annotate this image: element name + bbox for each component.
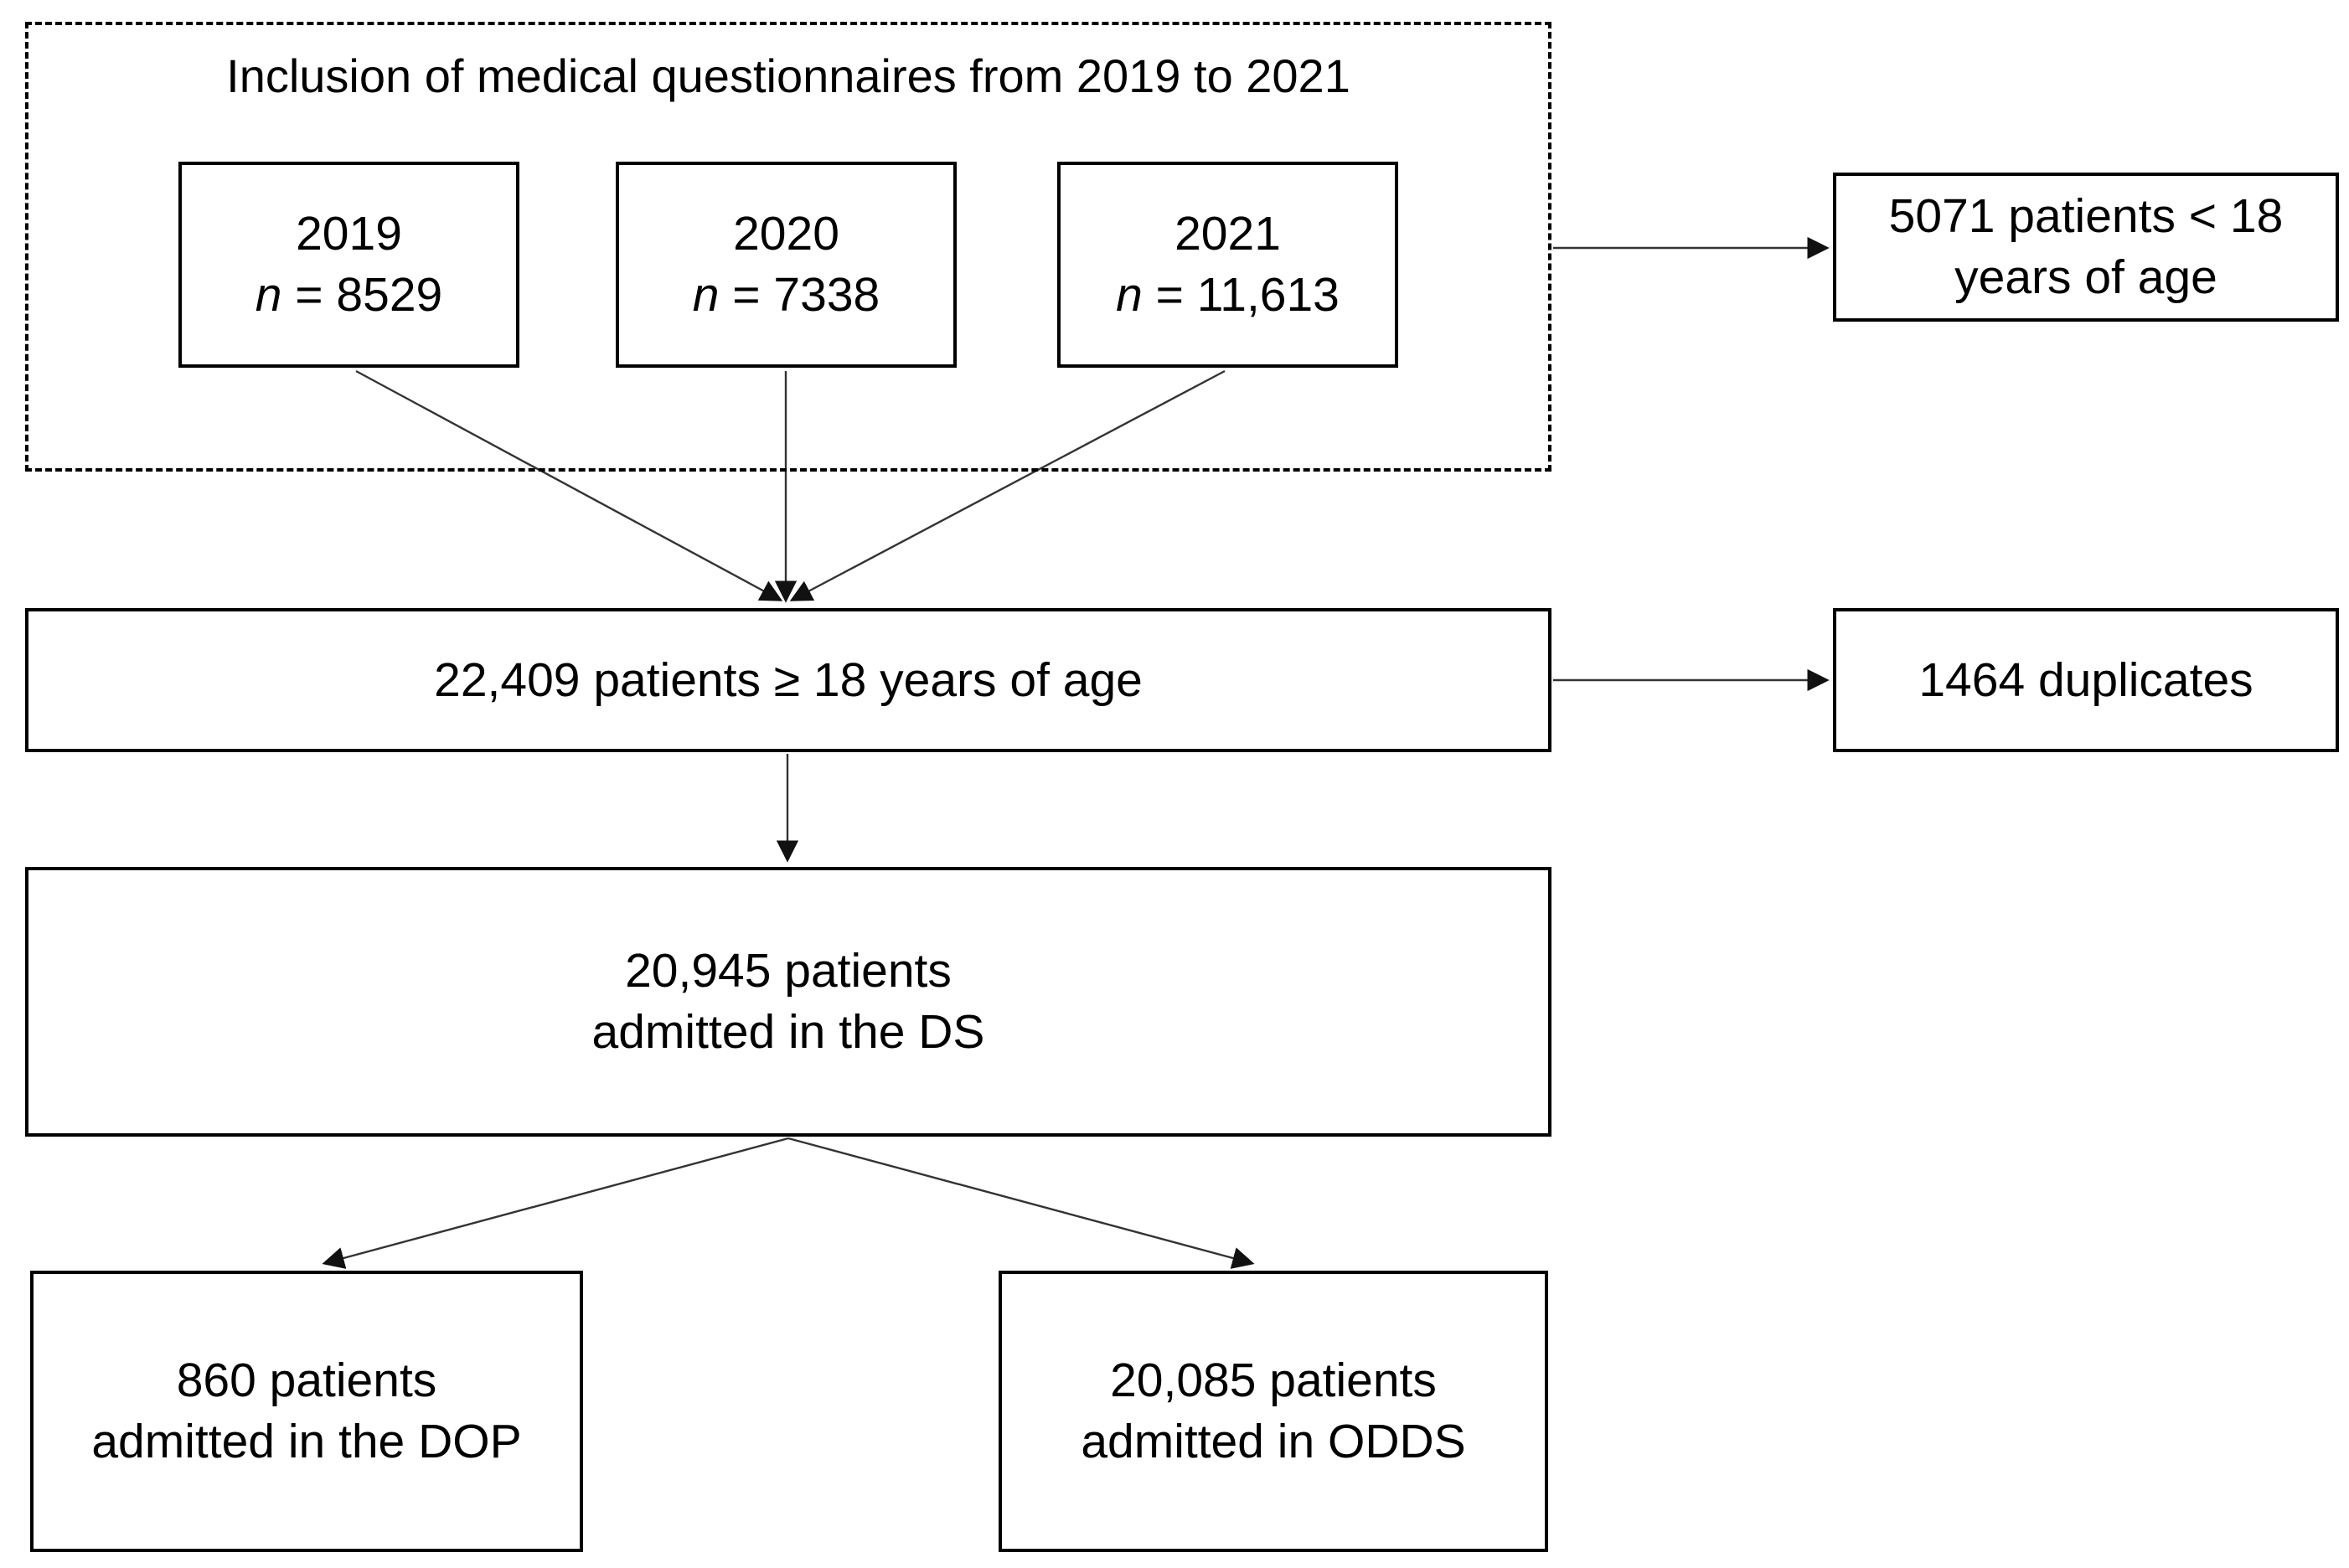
year-count: n = 7338 <box>693 265 880 326</box>
n-value: = 8529 <box>281 268 443 322</box>
n-symbol: n <box>692 268 720 322</box>
under18-line1: 5071 patients < 18 <box>1888 189 2284 243</box>
dop-line2: admitted in the DOP <box>91 1415 522 1468</box>
ds-line1: 20,945 patients <box>625 944 952 998</box>
year-count: n = 8529 <box>256 265 442 326</box>
year-label: 2020 <box>733 207 839 260</box>
excluded-under18-box: 5071 patients < 18 years of age <box>1833 173 2339 322</box>
inclusion-group-box: Inclusion of medical questionnaires from… <box>25 22 1551 472</box>
adults-text: 22,409 patients ≥ 18 years of age <box>434 652 1143 707</box>
arrow-ds-to-odds <box>787 1137 1255 1269</box>
year-box-2019: 2019 n = 8529 <box>178 162 519 368</box>
ds-line2: admitted in the DS <box>591 1005 985 1059</box>
year-label: 2021 <box>1174 207 1281 260</box>
year-count: n = 11,613 <box>1116 265 1340 326</box>
duplicates-text: 1464 duplicates <box>1918 652 2253 707</box>
n-symbol: n <box>255 268 282 322</box>
n-value: = 11,613 <box>1142 268 1340 322</box>
adults-box: 22,409 patients ≥ 18 years of age <box>25 608 1551 752</box>
duplicates-box: 1464 duplicates <box>1833 608 2339 752</box>
n-value: = 7338 <box>719 268 880 322</box>
year-box-2020: 2020 n = 7338 <box>616 162 957 368</box>
under18-line2: years of age <box>1954 250 2217 304</box>
ds-box: 20,945 patients admitted in the DS <box>25 867 1551 1137</box>
odds-line1: 20,085 patients <box>1110 1354 1437 1407</box>
odds-box: 20,085 patients admitted in ODDS <box>999 1271 1548 1552</box>
arrow-ds-to-dop <box>322 1137 789 1269</box>
year-box-2021: 2021 n = 11,613 <box>1057 162 1398 368</box>
odds-line2: admitted in ODDS <box>1081 1415 1466 1468</box>
dop-line1: 860 patients <box>176 1354 437 1407</box>
year-label: 2019 <box>296 207 402 260</box>
inclusion-title: Inclusion of medical questionnaires from… <box>226 49 1350 102</box>
n-symbol: n <box>1116 268 1143 322</box>
dop-box: 860 patients admitted in the DOP <box>30 1271 583 1552</box>
